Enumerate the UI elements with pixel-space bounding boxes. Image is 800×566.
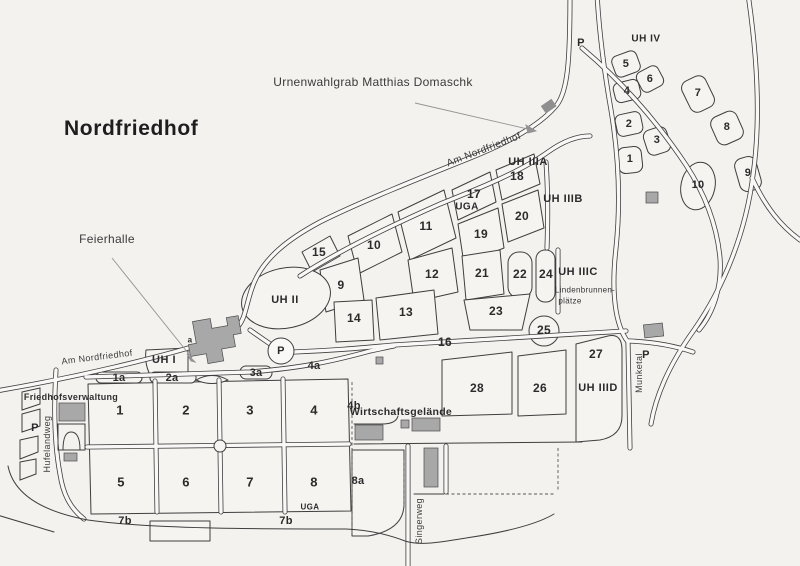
works-building-1	[354, 424, 384, 441]
area-label-uh-i-6: UH I	[152, 354, 176, 366]
works-annotation: Wirtschaftsgelände	[349, 406, 453, 418]
parking-circle	[267, 337, 295, 365]
section-label-24-21: 24	[539, 267, 553, 281]
subsection-label-4b-4: 4b	[347, 400, 361, 412]
section-label-22-20: 22	[513, 267, 527, 281]
grave-annotation: Urnenwahlgrab Matthias Domaschk	[273, 75, 473, 89]
feierhalle-building	[188, 315, 242, 364]
section-label-27-27: 27	[589, 347, 603, 361]
section-label-10-11: 10	[367, 238, 381, 252]
uga-label-uga-1: UGA	[300, 502, 320, 512]
subsection-label-a-8: a	[187, 335, 193, 345]
section-label-16-26: 16	[438, 335, 452, 349]
leader-arrows	[111, 102, 538, 363]
parking-label-p-0: P	[577, 37, 585, 49]
parking-label-p-2: P	[642, 349, 650, 361]
admin-building	[58, 402, 86, 422]
area-label-uh-iiib-2: UH IIIB	[543, 193, 583, 205]
buildings	[58, 98, 665, 488]
section-label-8-37: 8	[310, 474, 318, 490]
domaschk-grave-marker	[540, 98, 557, 114]
section-label-8-6: 8	[723, 121, 731, 133]
street-singerweg: Singerweg	[414, 497, 424, 545]
section-label-18-14: 18	[510, 169, 524, 183]
section-label-9-17: 9	[337, 278, 345, 292]
feierhalle-annotation: Feierhalle	[79, 232, 135, 246]
section-label-13-22: 13	[399, 305, 413, 319]
section-label-7-3: 7	[694, 87, 702, 99]
parking-label-p-1: P	[277, 345, 285, 357]
works-building-3	[423, 447, 439, 488]
section-label-2-4: 2	[625, 118, 633, 130]
subsection-label-4a-3: 4a	[307, 360, 321, 372]
section-label-21-19: 21	[475, 266, 489, 280]
section-label-7-36: 7	[246, 474, 254, 490]
linden-annotation-line2: plätze	[558, 296, 582, 306]
section-label-26-29: 26	[533, 381, 547, 395]
section-label-19-15: 19	[474, 227, 488, 241]
parking-lot-right	[643, 322, 665, 339]
section-label-15-10: 15	[312, 245, 326, 259]
section-label-28-28: 28	[470, 381, 484, 395]
area-label-uh-iv-0: UH IV	[631, 33, 661, 45]
section-label-3-5: 3	[653, 134, 661, 146]
subsection-label-2a-1: 2a	[165, 372, 179, 384]
section-label-3-32: 3	[246, 402, 254, 418]
parking-label-p-3: P	[31, 422, 39, 434]
subsection-label-8a-5: 8a	[351, 475, 365, 487]
works-building-2	[411, 417, 441, 432]
subsection-label-1a-0: 1a	[112, 372, 126, 384]
section-label-5-34: 5	[117, 474, 125, 490]
section-label-11-12: 11	[419, 219, 433, 233]
section-label-12-18: 12	[425, 267, 439, 281]
map-title: Nordfriedhof	[64, 117, 199, 140]
area-label-uh-iiia-1: UH IIIA	[508, 156, 548, 168]
subsection-label-7b-6: 7b	[118, 515, 132, 527]
section-label-1-7: 1	[626, 153, 634, 165]
section-label-14-23: 14	[347, 311, 361, 325]
section-label-23-24: 23	[489, 304, 503, 318]
subsection-label-7b-7: 7b	[279, 515, 293, 527]
section-label-6-1: 6	[646, 73, 654, 85]
section-label-17-13: 17	[467, 187, 481, 201]
section-label-4-33: 4	[310, 402, 318, 418]
section-label-4-2: 4	[623, 85, 631, 97]
section-label-25-25: 25	[537, 323, 551, 337]
linden-annotation-line1: Lindenbrunnen-	[554, 285, 616, 295]
section-label-5-0: 5	[622, 58, 630, 70]
admin-annotation: Friedhofsverwaltung	[23, 392, 119, 402]
section-label-10-9: 10	[691, 179, 705, 191]
uga-label-uga-0: UGA	[455, 201, 479, 213]
section-label-1-30: 1	[116, 402, 124, 418]
area-label-uh-iiid-4: UH IIID	[578, 382, 618, 394]
detail-lines	[0, 387, 583, 544]
area-label-uh-ii-5: UH II	[271, 294, 299, 306]
grid-node	[213, 439, 227, 453]
street-hufelandweg: Hufelandweg	[42, 415, 52, 473]
dashed-boundaries	[351, 382, 559, 537]
area-label-uh-iiic-3: UH IIIC	[558, 266, 598, 278]
section-label-20-16: 20	[515, 209, 529, 223]
section-label-6-35: 6	[182, 474, 190, 490]
section-label-2-31: 2	[182, 402, 190, 418]
section-label-9-8: 9	[744, 167, 752, 179]
subsection-label-3a-2: 3a	[249, 367, 263, 379]
